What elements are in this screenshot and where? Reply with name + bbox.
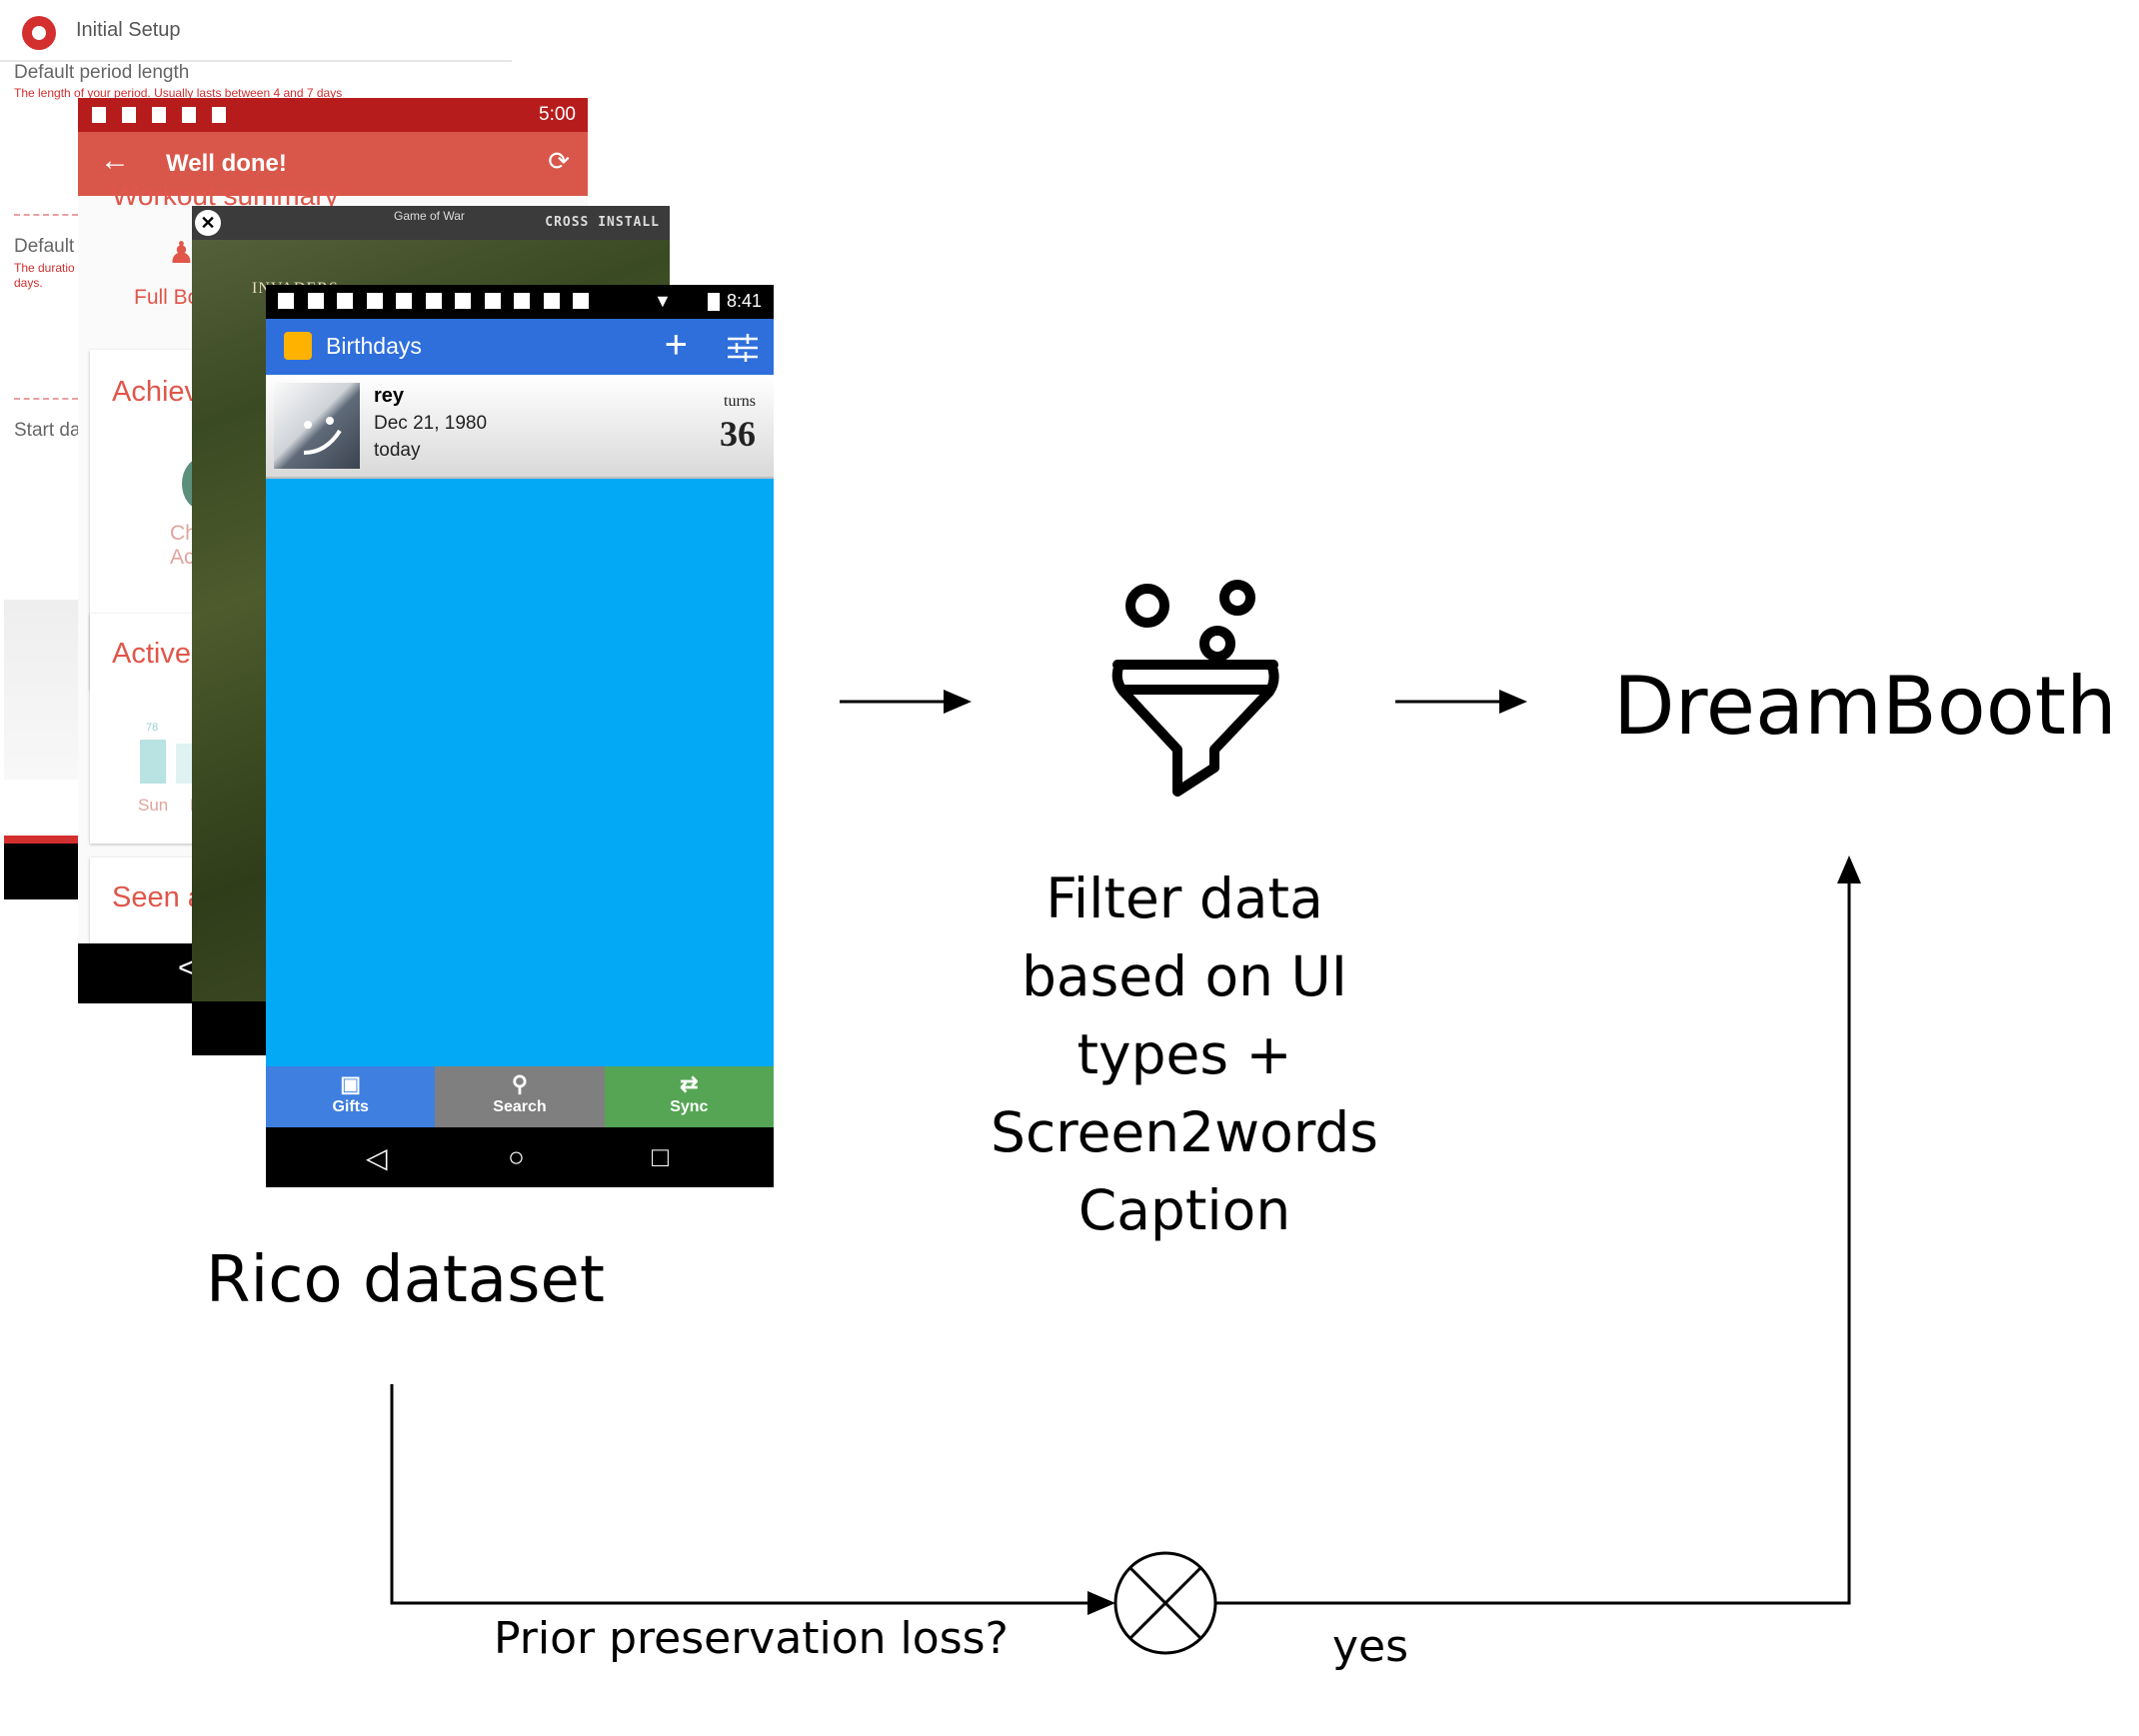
- tab-label: Search: [493, 1098, 547, 1115]
- birthday-list-item[interactable]: rey Dec 21, 1980 today turns 36: [266, 375, 774, 479]
- facebook-icon: [307, 293, 324, 309]
- gift-icon: ▣: [340, 1071, 362, 1096]
- default-duration-label: Default: [14, 236, 75, 257]
- tab-label: Gifts: [332, 1098, 369, 1115]
- activity-bar: [176, 744, 196, 784]
- wifi-icon: ▼: [654, 291, 672, 311]
- achievements-heading: Achiev: [112, 376, 200, 408]
- facebook-icon: [573, 293, 589, 309]
- shuffle-icon: ⇄: [680, 1071, 699, 1096]
- recents-square-icon[interactable]: □: [652, 1141, 669, 1172]
- relative-day: today: [374, 440, 421, 461]
- status-time: 5:00: [539, 104, 576, 125]
- status-bar: 5:00: [78, 98, 588, 132]
- workout-title: Well done!: [166, 150, 287, 177]
- model-label: DreamBooth: [1613, 660, 2117, 753]
- birthdays-app-bar: Birthdays +: [266, 319, 774, 375]
- grey-panel: [4, 600, 84, 780]
- notification-icons: [92, 107, 242, 123]
- add-icon[interactable]: +: [664, 323, 688, 367]
- android-nav-bar: ◁ ○ □: [266, 1127, 774, 1187]
- circle-cross-icon: [1113, 1551, 1217, 1655]
- screenshot-birthdays-app: ▼ 8:41 Birthdays + rey Dec 21, 1980 toda…: [266, 285, 774, 1187]
- filter-step-label: Filter data based on UI types + Screen2w…: [991, 867, 1378, 1242]
- gear-icon: [22, 16, 56, 50]
- full-body-label: Full Bo: [134, 286, 200, 309]
- back-arrow-icon[interactable]: ←: [100, 144, 130, 177]
- facebook-icon: [396, 293, 412, 309]
- seen-heading: Seen a: [112, 881, 204, 913]
- person-name: rey: [374, 385, 405, 407]
- workout-app-bar: ← Well done! ⟳: [78, 132, 588, 196]
- facebook-icon: [543, 293, 560, 309]
- arrow-filter-to-dreambooth: [1395, 690, 1527, 714]
- bottom-tabs: ▣ Gifts ⚲ Search ⇄ Sync: [266, 1066, 774, 1127]
- status-time: 8:41: [726, 291, 762, 311]
- filter-funnel-icon: [1111, 580, 1279, 797]
- start-date-label: Start da: [14, 420, 81, 441]
- decision-answer-label: yes: [1332, 1621, 1409, 1672]
- birth-date: Dec 21, 1980: [374, 413, 488, 434]
- active-heading: Active: [112, 638, 191, 670]
- red-strip: [4, 836, 84, 844]
- tab-search[interactable]: ⚲ Search: [435, 1066, 605, 1127]
- day-label-sun: Sun: [138, 796, 169, 815]
- bar-value-label: 78: [146, 722, 159, 734]
- workout-summary-heading: Workout summary: [112, 180, 339, 211]
- period-app-title: Initial Setup: [76, 19, 181, 41]
- period-app-bar: Initial Setup: [0, 0, 512, 62]
- share-icon[interactable]: ⟳: [548, 146, 570, 176]
- achievement-label: Ac: [170, 546, 195, 569]
- facebook-icon: [337, 293, 353, 309]
- avatar: [274, 383, 360, 469]
- home-circle-icon[interactable]: ○: [508, 1141, 525, 1172]
- default-period-length-label: Default period length: [14, 62, 190, 83]
- notification-icons: [278, 293, 603, 314]
- tab-gifts[interactable]: ▣ Gifts: [266, 1066, 436, 1127]
- gift-app-icon: [284, 332, 312, 360]
- duration-hint: The duratio: [14, 261, 75, 275]
- person-icon: ♟: [168, 237, 195, 270]
- message-icon: [278, 293, 294, 309]
- smiley-icon: [303, 417, 342, 455]
- sliders-icon[interactable]: [728, 333, 758, 363]
- facebook-icon: [484, 293, 501, 309]
- back-triangle-icon[interactable]: ◁: [366, 1142, 388, 1173]
- dashed-divider: [14, 398, 78, 400]
- cross-install-logo: CROSS INSTALL: [545, 215, 660, 230]
- facebook-icon: [455, 293, 471, 309]
- black-nav-strip: [4, 844, 84, 899]
- age-value: 36: [720, 414, 756, 454]
- birthdays-title: Birthdays: [326, 333, 422, 359]
- tab-sync[interactable]: ⇄ Sync: [604, 1066, 774, 1127]
- status-bar: ▼ 8:41: [266, 285, 774, 319]
- arrow-decision-to-dreambooth: [1216, 856, 1861, 1605]
- game-ad-bar: ✕ Game of War CROSS INSTALL: [192, 206, 670, 240]
- activity-bar: [140, 740, 166, 784]
- dashed-divider: [14, 214, 78, 216]
- dataset-label: Rico dataset: [206, 1243, 605, 1317]
- back-nav-icon[interactable]: <: [178, 951, 196, 984]
- close-icon[interactable]: ✕: [195, 210, 221, 236]
- facebook-icon: [366, 293, 383, 309]
- duration-hint-days: days.: [14, 276, 43, 290]
- facebook-icon: [425, 293, 442, 309]
- period-length-hint: The length of your period. Usually lasts…: [14, 86, 343, 100]
- decision-question-label: Prior preservation loss?: [494, 1613, 1009, 1664]
- challenge-label: Ch: [170, 522, 197, 545]
- arrow-dataset-to-decision: [390, 1384, 1115, 1615]
- tab-label: Sync: [670, 1098, 709, 1115]
- facebook-icon: [514, 293, 530, 309]
- battery-icon: [708, 293, 720, 311]
- game-title: Game of War: [394, 209, 465, 223]
- turns-label: turns: [724, 393, 756, 410]
- search-icon: ⚲: [511, 1071, 529, 1096]
- arrow-dataset-to-filter: [840, 690, 972, 714]
